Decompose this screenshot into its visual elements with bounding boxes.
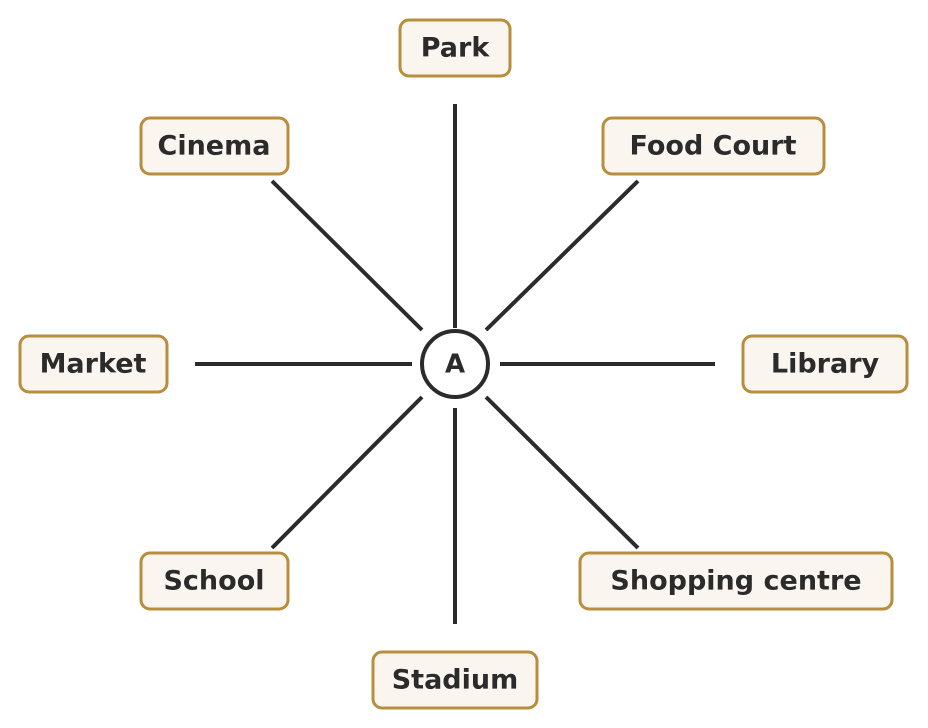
place-node-market: Market — [18, 334, 169, 394]
place-label-food-court: Food Court — [630, 131, 797, 162]
place-label-school: School — [163, 566, 264, 597]
spoke-northeast — [484, 179, 640, 332]
place-node-stadium: Stadium — [371, 650, 539, 710]
place-label-shopping-centre: Shopping centre — [610, 566, 861, 597]
spoke-southwest — [270, 395, 424, 550]
place-node-food-court: Food Court — [601, 116, 826, 176]
spoke-northwest — [270, 179, 424, 332]
place-node-library: Library — [741, 334, 909, 394]
place-label-stadium: Stadium — [392, 665, 519, 696]
place-label-library: Library — [771, 349, 880, 380]
place-label-park: Park — [421, 33, 491, 64]
place-node-shopping-centre: Shopping centre — [578, 551, 894, 611]
place-label-cinema: Cinema — [158, 131, 271, 162]
hub-node: A — [420, 329, 490, 399]
hub-label: A — [445, 350, 465, 380]
place-node-park: Park — [398, 18, 512, 78]
hub-circle — [420, 329, 490, 399]
spoke-southeast — [484, 395, 640, 550]
place-label-market: Market — [40, 349, 147, 380]
place-node-cinema: Cinema — [139, 116, 290, 176]
place-node-school: School — [139, 551, 290, 611]
